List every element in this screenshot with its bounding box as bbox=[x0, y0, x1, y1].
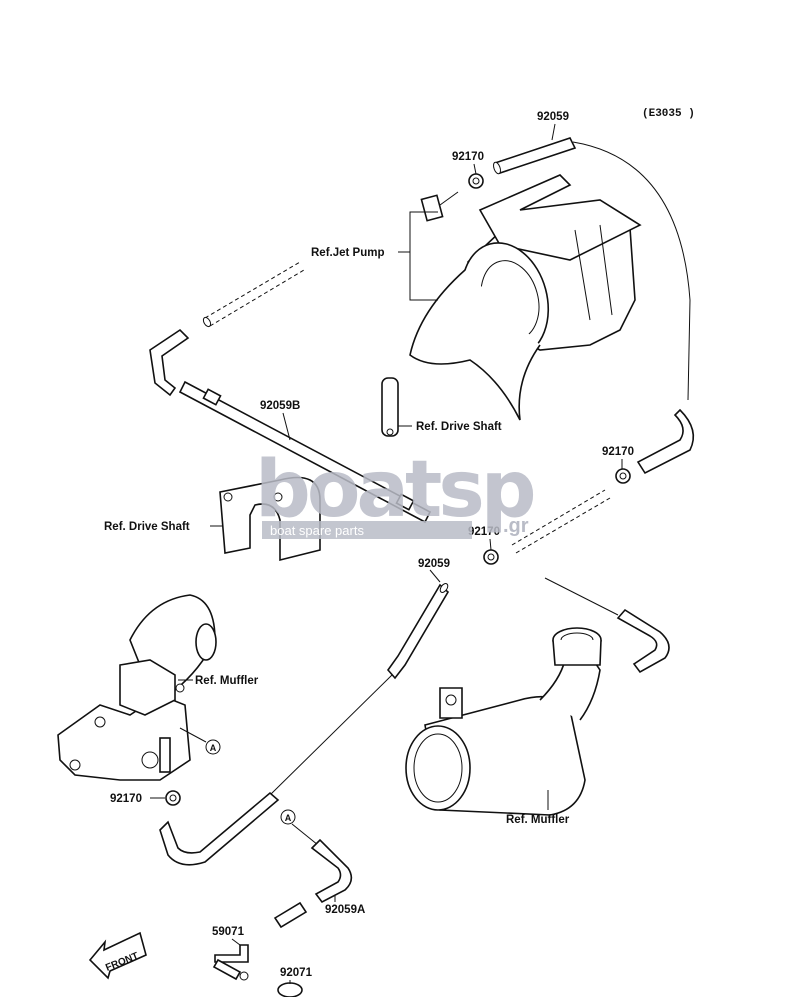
diagram-code: (E3035 ) bbox=[642, 108, 695, 120]
label-92170-top: 92170 bbox=[452, 151, 484, 163]
hose-92059-top bbox=[493, 137, 577, 175]
fitting-92071 bbox=[277, 980, 303, 998]
hose-u-bottom bbox=[159, 791, 280, 866]
label-92170-right: 92170 bbox=[602, 446, 634, 458]
muffler-left-drawing bbox=[57, 594, 217, 781]
hose-routing-line-bottom bbox=[269, 674, 393, 796]
hose-92059-mid bbox=[386, 583, 450, 680]
marker-a-left-text: A bbox=[210, 743, 217, 753]
label-92059b: 92059B bbox=[260, 400, 300, 412]
marker-a-bottom: A bbox=[280, 809, 319, 846]
label-92071: 92071 bbox=[280, 967, 313, 979]
watermark-brand: boatsp bbox=[255, 445, 534, 535]
clamp-92170-left bbox=[165, 790, 181, 806]
label-ref-jet-pump: Ref.Jet Pump bbox=[311, 247, 385, 259]
dashed-hose-upper bbox=[202, 261, 305, 328]
watermark-tagline: boat spare parts bbox=[270, 523, 364, 538]
hose-routing-line-top bbox=[572, 141, 691, 401]
marker-a-bottom-text: A bbox=[285, 813, 292, 823]
hose-92059a bbox=[310, 838, 353, 904]
front-arrow-icon: FRONT bbox=[88, 931, 147, 980]
clamp-92170-mid bbox=[483, 549, 499, 565]
label-ref-muffler-left: Ref. Muffler bbox=[195, 675, 259, 687]
marker-a-left: A bbox=[179, 727, 221, 755]
hose-59071 bbox=[273, 901, 308, 929]
jet-pump-drawing bbox=[409, 174, 642, 421]
label-ref-drive-shaft-right: Ref. Drive Shaft bbox=[416, 421, 502, 433]
elbow-59071 bbox=[212, 944, 249, 981]
label-ref-muffler-right: Ref. Muffler bbox=[506, 814, 570, 826]
drive-shaft-cover-left bbox=[210, 476, 321, 562]
label-92059a: 92059A bbox=[325, 904, 365, 916]
drive-shaft-bracket-right bbox=[381, 377, 412, 437]
watermark-band bbox=[262, 521, 472, 539]
clamp-92170-top bbox=[468, 173, 484, 189]
hose-right bbox=[615, 408, 695, 484]
hose-muffler-right bbox=[616, 608, 670, 674]
label-92059-mid: 92059 bbox=[418, 558, 450, 570]
muffler-right-drawing bbox=[405, 627, 602, 816]
label-59071: 59071 bbox=[212, 926, 245, 938]
label-ref-drive-shaft-left: Ref. Drive Shaft bbox=[104, 521, 190, 533]
watermark-tld: .gr bbox=[503, 515, 529, 537]
jet-pump-bracket bbox=[409, 211, 438, 301]
label-92170-mid: 92170 bbox=[468, 526, 500, 538]
label-92059-top: 92059 bbox=[537, 111, 569, 123]
label-92170-left: 92170 bbox=[110, 793, 142, 805]
watermark: boatsp boat spare parts .gr bbox=[255, 445, 538, 539]
